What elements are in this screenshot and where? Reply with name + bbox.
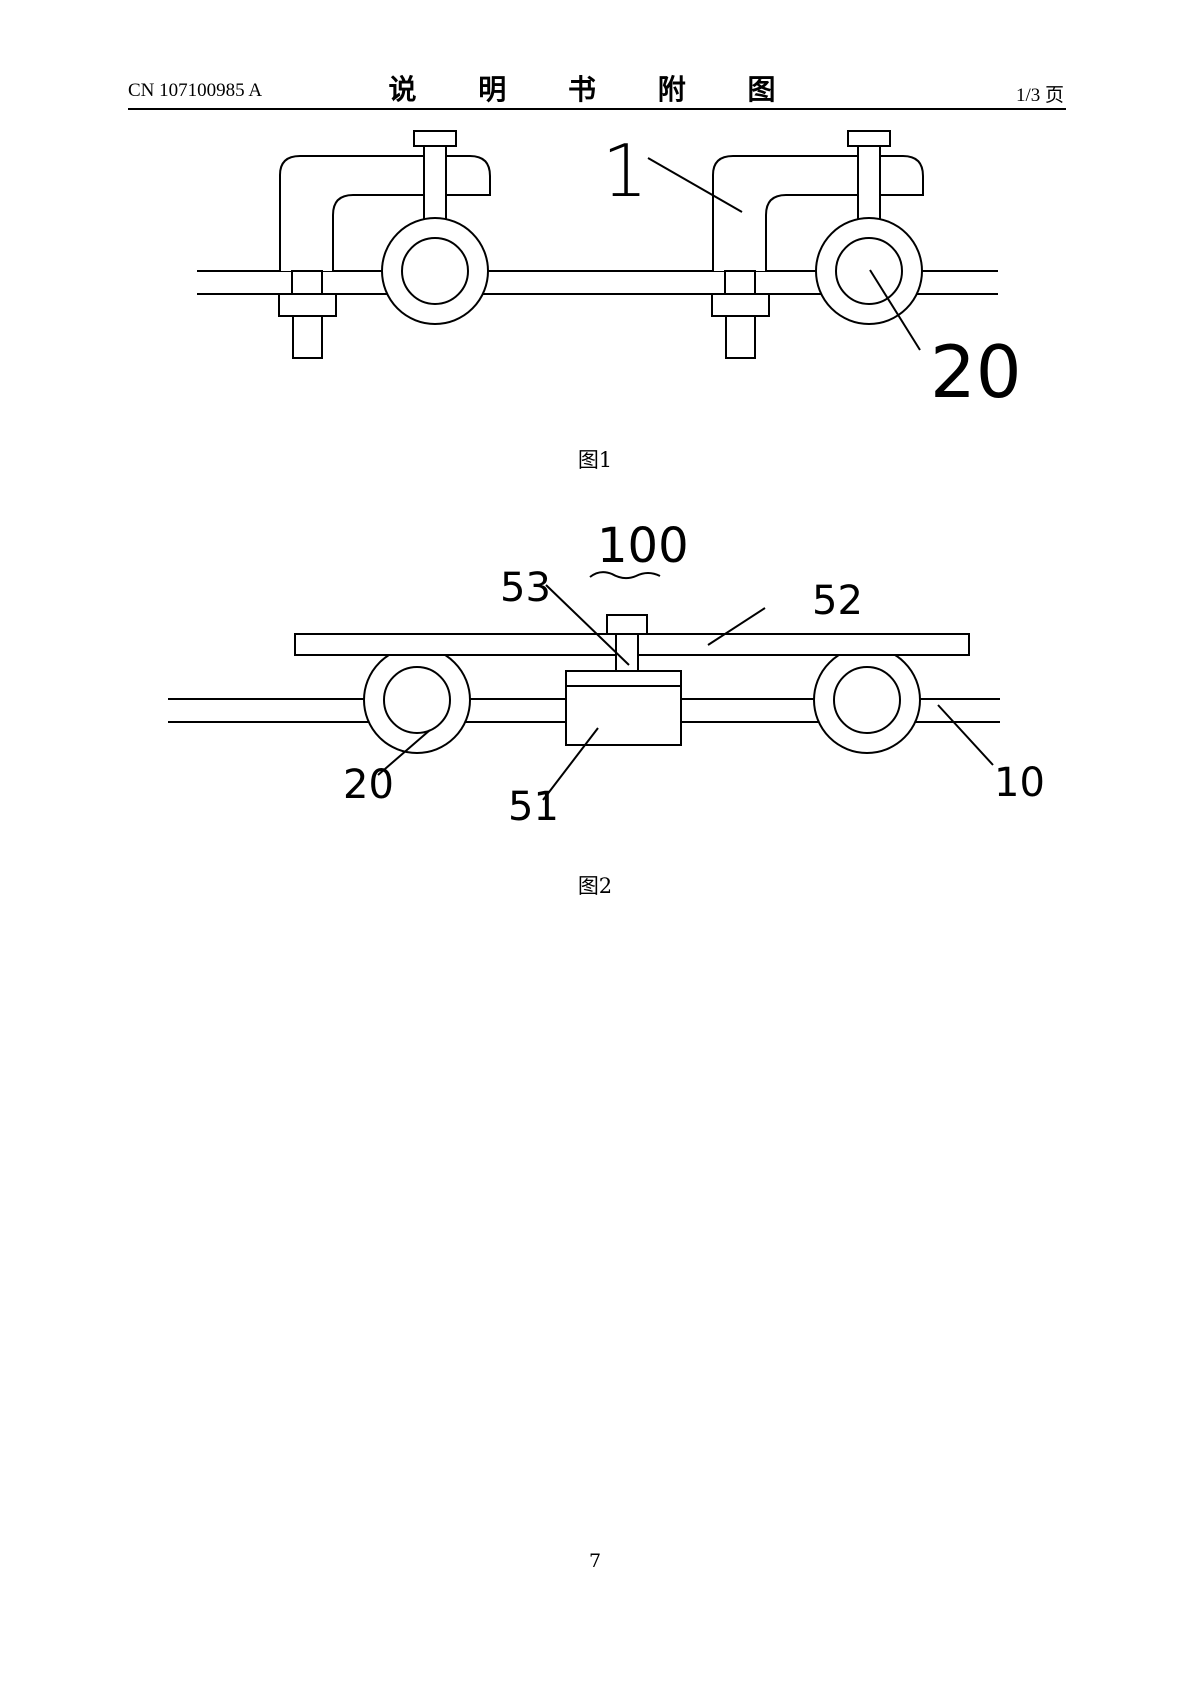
clamp-unit-left bbox=[278, 130, 491, 359]
patent-number: CN 107100985 A bbox=[128, 80, 263, 101]
clamp-unit-right bbox=[711, 130, 924, 359]
leader-line-1 bbox=[647, 157, 743, 213]
roller-right bbox=[813, 646, 921, 754]
leader-line-10 bbox=[937, 704, 994, 766]
label-52: 52 bbox=[812, 578, 863, 624]
label-10: 10 bbox=[994, 760, 1045, 806]
bolt-shank-53 bbox=[615, 633, 639, 673]
figure-1-caption: 图1 bbox=[577, 448, 613, 472]
label-20: 20 bbox=[930, 330, 1022, 414]
leader-line-20 bbox=[377, 729, 431, 776]
page-number: 7 bbox=[588, 1550, 602, 1572]
label-100: 100 bbox=[597, 518, 689, 574]
bolt-head-53 bbox=[606, 614, 648, 635]
label-20: 20 bbox=[343, 762, 394, 808]
label-53: 53 bbox=[500, 565, 551, 611]
figure-1-drawing: 1 20 bbox=[197, 129, 1022, 414]
page-title: 说 明 书 附 图 bbox=[388, 73, 802, 106]
header-rule bbox=[128, 108, 1066, 110]
label-1: 1 bbox=[602, 129, 648, 213]
leader-line-52 bbox=[707, 607, 766, 646]
label-51: 51 bbox=[508, 784, 559, 830]
leader-line-51 bbox=[542, 727, 599, 801]
roller-left bbox=[363, 646, 471, 754]
figure-2-drawing: 100 53 52 20 51 10 bbox=[168, 518, 1045, 830]
figure-2-caption: 图2 bbox=[577, 874, 613, 898]
leader-line-53 bbox=[545, 584, 630, 666]
page-counter: 1/3 页 bbox=[1015, 85, 1064, 106]
tilde-100 bbox=[589, 571, 661, 580]
block-51 bbox=[565, 670, 682, 746]
leader-line-20 bbox=[869, 269, 921, 351]
